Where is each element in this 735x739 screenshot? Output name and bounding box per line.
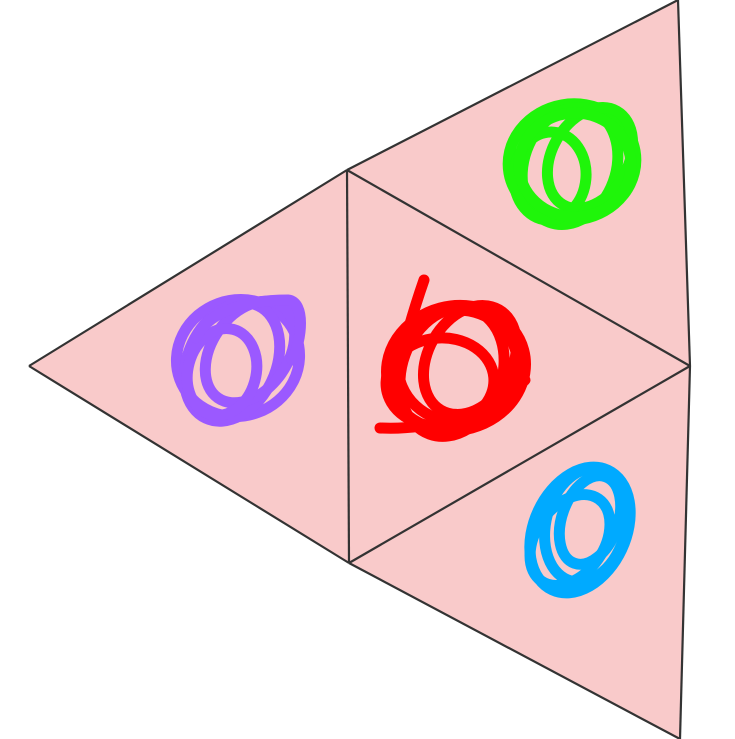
edge-inner-upper <box>346 169 691 367</box>
scribble-left-purple <box>170 294 306 427</box>
scribble-center-red <box>374 274 531 442</box>
edge-right-lower <box>678 365 692 739</box>
face-bottom-right <box>349 366 690 739</box>
edge-top-outer <box>346 0 679 171</box>
net-edges <box>28 0 692 739</box>
edge-inner-vertical <box>345 169 351 564</box>
edge-inner-lower <box>348 365 691 564</box>
edge-right-upper <box>676 0 692 367</box>
edge-left-top <box>28 169 348 367</box>
edge-left-bottom <box>28 365 350 564</box>
scribble-bottom-right-blue <box>524 461 636 599</box>
scribble-top-right-green <box>502 98 642 231</box>
edge-bottom-outer <box>348 562 681 739</box>
